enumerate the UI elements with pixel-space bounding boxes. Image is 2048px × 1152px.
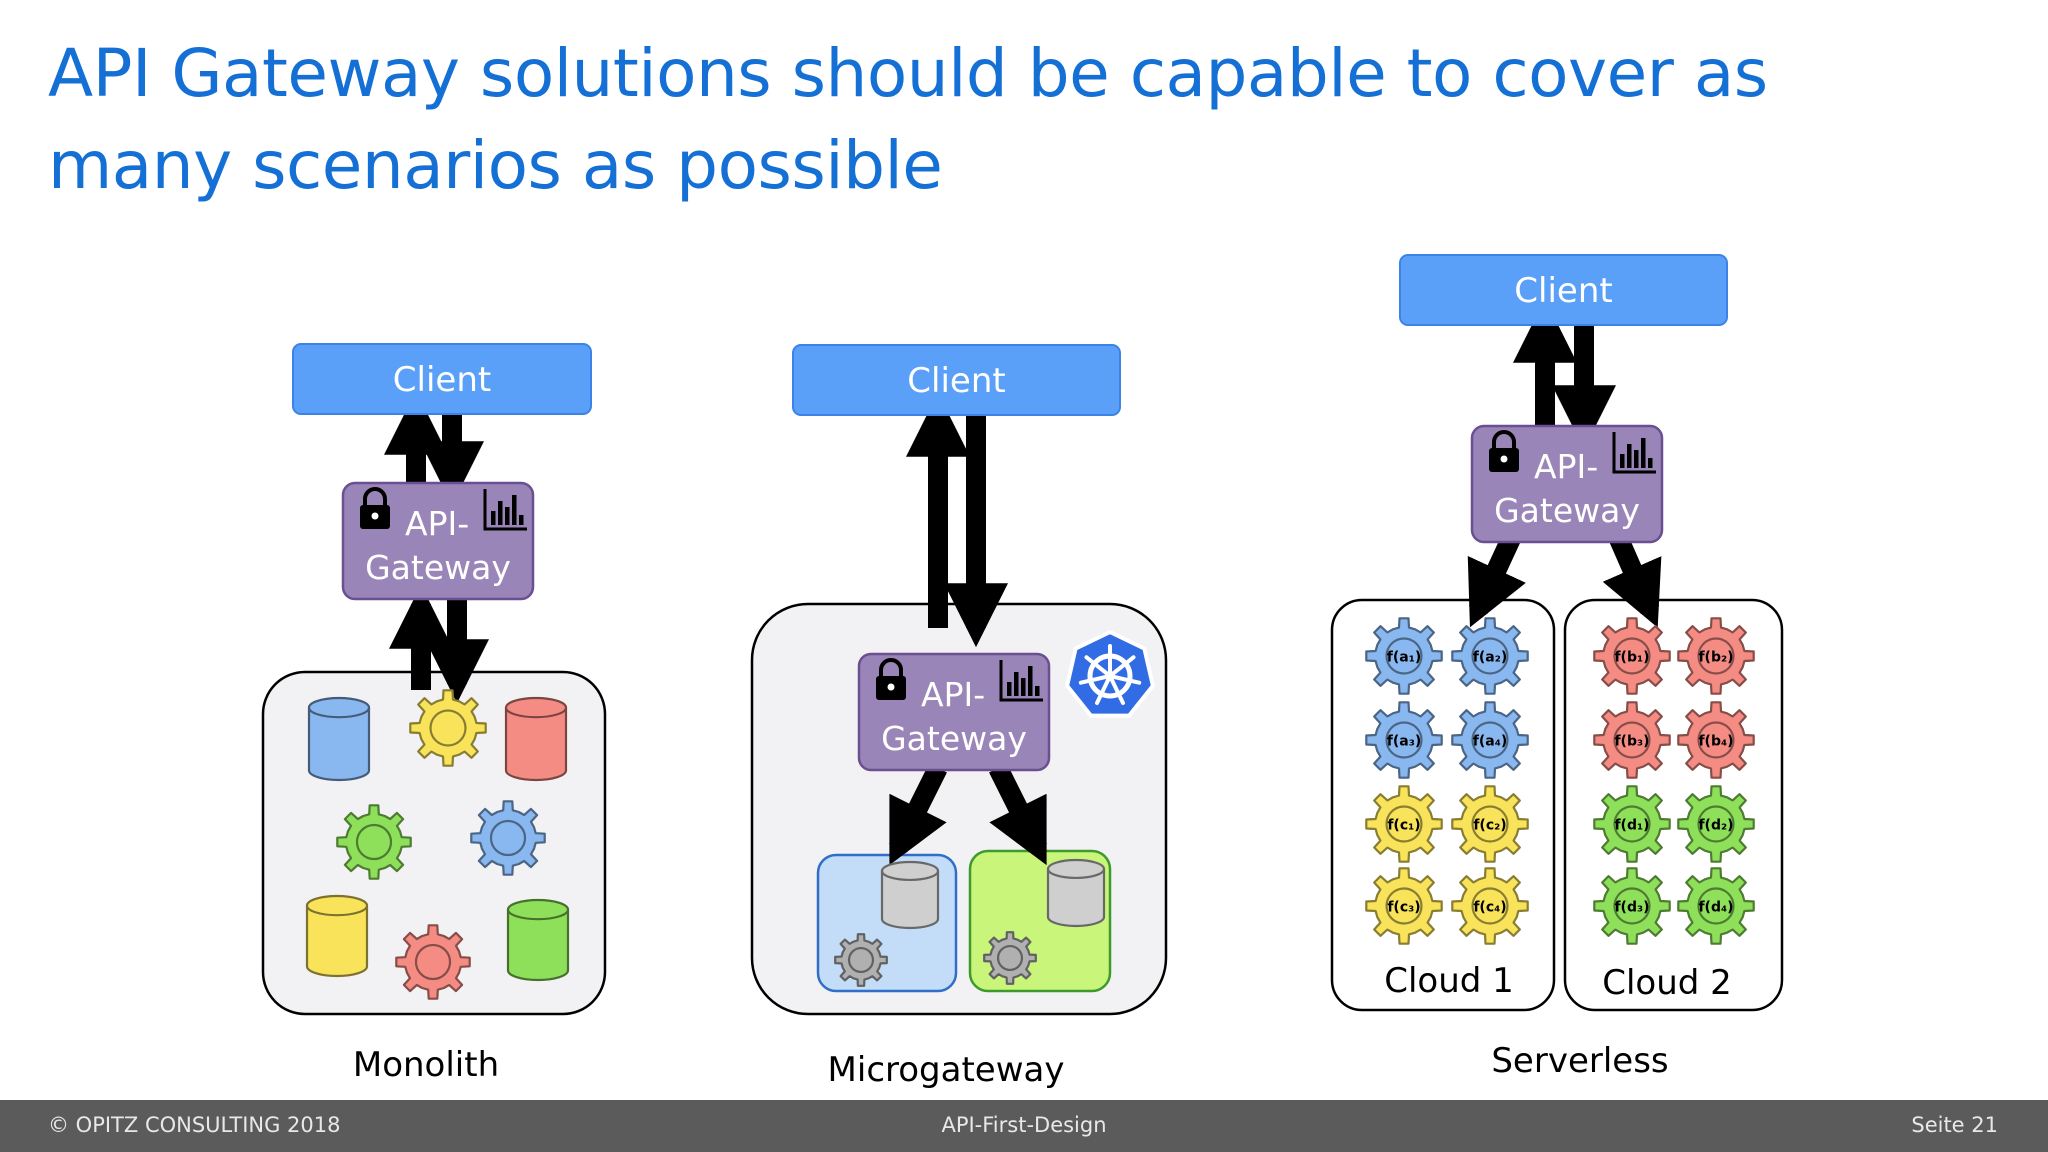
arrow-down-left	[889, 763, 947, 866]
function-label: f(d₁)	[1614, 817, 1649, 833]
api-gateway-microgateway: API- Gateway	[857, 652, 1051, 772]
function-gear-icon: f(d₃)	[1593, 867, 1671, 945]
function-gear-icon: f(b₂)	[1677, 617, 1755, 695]
function-gear-icon: f(c₂)	[1451, 785, 1529, 863]
database-icon	[307, 696, 371, 782]
database-icon	[504, 696, 568, 782]
gear-icon	[336, 804, 412, 880]
arrow-down-left	[1467, 525, 1526, 628]
footer: © OPITZ CONSULTING 2018 API-First-Design…	[0, 1100, 2048, 1152]
function-label: f(a₄)	[1473, 733, 1507, 749]
cloud-2-label: Cloud 2	[1602, 963, 1732, 1003]
database-icon	[305, 894, 369, 978]
bar-chart-icon	[999, 660, 1043, 702]
bar-chart-icon	[483, 489, 527, 531]
gateway-label-line1: API-	[405, 504, 469, 543]
database-icon	[1046, 858, 1106, 928]
function-gear-icon: f(c₁)	[1365, 785, 1443, 863]
function-label: f(c₃)	[1387, 899, 1420, 915]
function-label: f(a₃)	[1387, 733, 1421, 749]
function-gear-icon: f(b₄)	[1677, 701, 1755, 779]
arrow-down-right	[1602, 525, 1662, 628]
client-box-monolith: Client	[292, 343, 592, 415]
api-gateway-monolith: API- Gateway	[341, 481, 535, 601]
microgateway-label: Microgateway	[828, 1050, 1065, 1090]
function-gear-icon: f(a₁)	[1365, 617, 1443, 695]
database-icon	[880, 860, 940, 930]
lock-icon	[876, 658, 906, 700]
client-label: Client	[907, 361, 1005, 401]
function-label: f(a₁)	[1387, 649, 1421, 665]
function-label: f(d₂)	[1698, 817, 1733, 833]
gateway-label-line1: API-	[921, 675, 985, 714]
function-gear-icon: f(d₄)	[1677, 867, 1755, 945]
arrow-down-right	[989, 763, 1047, 866]
function-label: f(c₁)	[1387, 817, 1420, 833]
footer-page-number: Seite 21	[1911, 1113, 1998, 1137]
gateway-label-line2: Gateway	[1494, 491, 1640, 530]
kubernetes-icon	[1065, 630, 1155, 718]
footer-copyright: © OPITZ CONSULTING 2018	[48, 1113, 341, 1137]
gear-icon	[409, 689, 487, 767]
gateway-label-line1: API-	[1534, 447, 1598, 486]
function-gear-icon: f(a₂)	[1451, 617, 1529, 695]
function-gear-icon: f(d₁)	[1593, 785, 1671, 863]
function-label: f(b₃)	[1614, 733, 1649, 749]
gateway-label-line2: Gateway	[365, 548, 511, 587]
bar-chart-icon	[1612, 432, 1656, 474]
slide-title: API Gateway solutions should be capable …	[48, 35, 1768, 204]
gear-icon	[834, 933, 888, 987]
client-box-microgateway: Client	[792, 344, 1121, 416]
function-label: f(b₄)	[1698, 733, 1733, 749]
function-label: f(c₄)	[1473, 899, 1506, 915]
function-label: f(b₁)	[1614, 649, 1649, 665]
database-icon	[506, 898, 570, 982]
function-gear-icon: f(c₃)	[1365, 867, 1443, 945]
cloud-1-label: Cloud 1	[1384, 961, 1514, 1001]
lock-icon	[1489, 430, 1519, 472]
function-label: f(d₃)	[1614, 899, 1649, 915]
function-gear-icon: f(b₁)	[1593, 617, 1671, 695]
function-gear-icon: f(a₄)	[1451, 701, 1529, 779]
footer-topic: API-First-Design	[941, 1113, 1107, 1137]
client-box-serverless: Client	[1399, 254, 1728, 326]
function-label: f(a₂)	[1473, 649, 1507, 665]
gear-icon	[395, 924, 471, 1000]
lock-icon	[360, 487, 390, 529]
function-gear-icon: f(b₃)	[1593, 701, 1671, 779]
client-label: Client	[393, 360, 491, 400]
gateway-label-line2: Gateway	[881, 719, 1027, 758]
function-gear-icon: f(d₂)	[1677, 785, 1755, 863]
client-label: Client	[1514, 271, 1612, 311]
api-gateway-serverless: API- Gateway	[1470, 424, 1664, 544]
gear-icon	[983, 931, 1037, 985]
function-label: f(b₂)	[1698, 649, 1733, 665]
monolith-label: Monolith	[353, 1045, 499, 1085]
function-gear-icon: f(a₃)	[1365, 701, 1443, 779]
function-label: f(c₂)	[1473, 817, 1506, 833]
function-label: f(d₄)	[1698, 899, 1733, 915]
serverless-label: Serverless	[1491, 1041, 1668, 1081]
gear-icon	[470, 800, 546, 876]
function-gear-icon: f(c₄)	[1451, 867, 1529, 945]
